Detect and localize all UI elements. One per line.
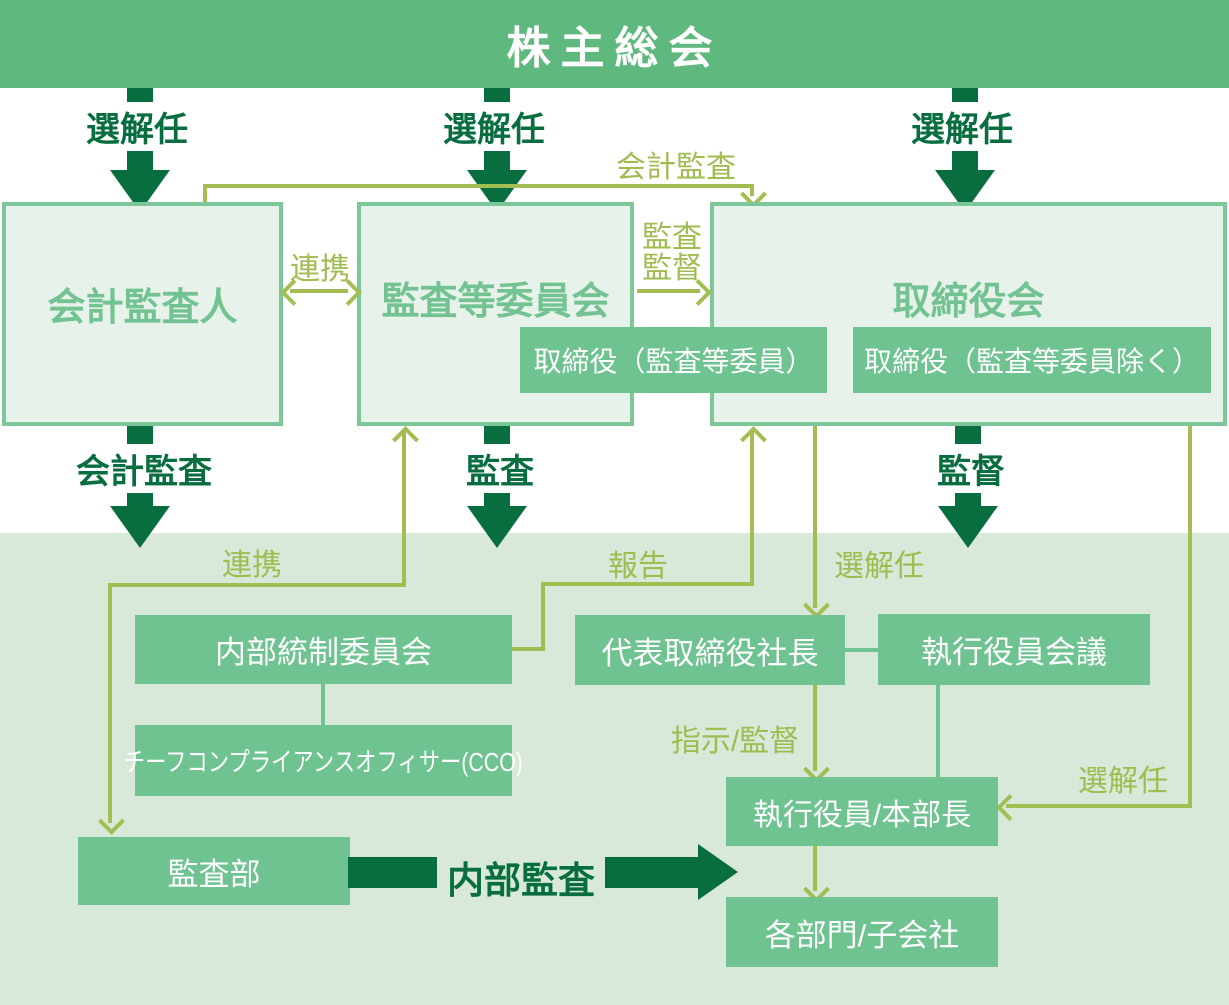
arrowhead-up-icon — [740, 426, 767, 453]
cco-label: チーフコンプライアンスオフィサー(CCO) — [123, 747, 524, 777]
cooperation-low-line — [108, 583, 406, 587]
accounting-audit-line — [203, 184, 207, 204]
arrowhead-up-icon — [392, 426, 419, 453]
instruct-line — [813, 685, 817, 771]
board-of-directors-title: 取締役会 — [892, 281, 1045, 323]
appoint-dismiss-label-1: 選解任 — [80, 102, 194, 151]
shareholders-meeting-banner: 株主総会 — [0, 0, 1229, 88]
report-line — [750, 430, 754, 584]
executive-officer-box: 執行役員/本部長 — [726, 777, 998, 846]
audit-committee-title: 監査等委員会 — [381, 281, 610, 323]
audit-department-label: 監査部 — [167, 856, 261, 892]
accounting-audit-line — [203, 184, 754, 188]
execmeeting-officer-connector — [936, 685, 940, 777]
directors-audit-members-label: 取締役（監査等委員） — [533, 346, 814, 377]
departments-box: 各部門/子会社 — [726, 897, 998, 967]
cooperation-top-label: 連携 — [290, 253, 350, 286]
appoint-mid-line — [813, 426, 817, 608]
instruct-label: 指示/監督 — [670, 725, 800, 758]
icc-cco-connector — [321, 684, 325, 725]
audit-supervise-line — [637, 289, 700, 293]
audit-label: 監査 — [642, 221, 702, 254]
directors-audit-members-box: 取締役（監査等委員） — [520, 327, 827, 393]
directors-excluding-audit-box: 取締役（監査等委員除く） — [853, 327, 1211, 393]
executive-meeting-label: 執行役員会議 — [921, 635, 1107, 670]
report-label: 報告 — [608, 550, 668, 583]
supervise-down-label: 監督 — [931, 444, 1011, 493]
report-line — [541, 582, 545, 651]
cooperation-top-line — [290, 289, 348, 293]
appoint-dismiss-label-2: 選解任 — [437, 102, 551, 151]
executive-officer-label: 執行役員/本部長 — [752, 798, 972, 832]
president-execmeeting-connector — [845, 648, 878, 652]
supervise-label: 監督 — [642, 252, 702, 285]
accounting-audit-line — [750, 184, 754, 196]
departments-label: 各部門/子会社 — [764, 917, 960, 953]
report-line — [541, 582, 754, 586]
cooperation-low-line — [108, 583, 112, 823]
right-arrow-head-icon — [698, 844, 738, 900]
appoint-mid-label: 選解任 — [834, 550, 924, 583]
audit-down-label: 監査 — [460, 444, 540, 493]
directors-excluding-audit-label: 取締役（監査等委員除く） — [863, 346, 1200, 377]
audit-department-box: 監査部 — [78, 837, 350, 905]
internal-control-committee-box: 内部統制委員会 — [135, 615, 512, 684]
internal-control-committee-label: 内部統制委員会 — [215, 635, 432, 670]
accounting-audit-top-label: 会計監査 — [616, 151, 736, 184]
appoint-right-label: 選解任 — [1078, 765, 1168, 798]
cco-box: チーフコンプライアンスオフィサー(CCO) — [124, 725, 523, 796]
president-label: 代表取締役社長 — [601, 635, 819, 671]
accounting-audit-down-label: 会計監査 — [70, 444, 218, 493]
executive-meeting-box: 執行役員会議 — [878, 614, 1150, 685]
internal-audit-label: 内部監査 — [437, 850, 605, 904]
appoint-right-line — [1006, 804, 1192, 808]
appoint-dismiss-label-3: 選解任 — [905, 102, 1019, 151]
cooperation-low-line — [402, 430, 406, 585]
down-arrow-head-icon — [938, 506, 998, 548]
accounting-auditor-box: 会計監査人 — [2, 202, 283, 426]
shareholders-meeting-title: 株主総会 — [506, 24, 723, 73]
appoint-right-line — [1188, 426, 1192, 808]
to-departments-line — [813, 846, 817, 891]
down-arrow-head-icon — [110, 506, 170, 548]
down-arrow-head-icon — [467, 506, 527, 548]
cooperation-low-label: 連携 — [222, 549, 282, 582]
president-box: 代表取締役社長 — [575, 615, 845, 685]
report-line — [512, 647, 545, 651]
accounting-auditor-title: 会計監査人 — [47, 287, 238, 329]
